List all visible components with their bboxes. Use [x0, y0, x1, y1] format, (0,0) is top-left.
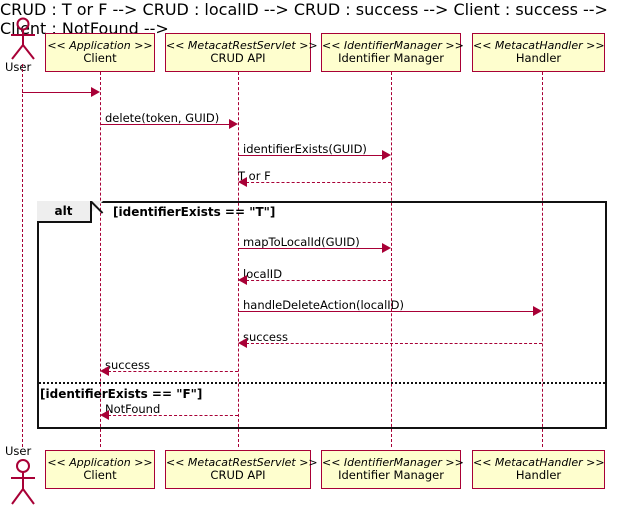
- message-arrowhead-9: [100, 410, 109, 420]
- alt-operator-label-box: alt: [37, 201, 92, 223]
- alt-fragment-frame: [37, 201, 607, 429]
- actor-label-user-bottom: User: [5, 444, 32, 458]
- participant-stereotype: << MetacatHandler >>: [473, 38, 605, 52]
- participant-name: Handler: [515, 468, 562, 483]
- participant-stereotype: << Application >>: [47, 38, 153, 52]
- message-arrowhead-5: [238, 275, 247, 285]
- participant-box-crud-top[interactable]: << MetacatRestServlet >> CRUD API: [165, 33, 318, 72]
- stick-figure-actor-icon: [11, 459, 35, 505]
- message-line-6: [238, 311, 534, 312]
- participant-stereotype: << MetacatRestServlet >>: [166, 455, 318, 469]
- message-arrowhead-0: [91, 87, 100, 97]
- participant-box-client-top[interactable]: << Application >> Client: [45, 33, 155, 72]
- participant-box-idmgr-bottom[interactable]: << IdentifierManager >> Identifier Manag…: [321, 450, 464, 489]
- message-line-2: [238, 155, 383, 156]
- lifeline-client: [100, 72, 101, 447]
- message-line-1: [100, 124, 230, 125]
- participant-box-idmgr-top[interactable]: << IdentifierManager >> Identifier Manag…: [321, 33, 464, 72]
- message-line-3: [246, 182, 391, 183]
- alt-operator-label: alt: [54, 204, 73, 218]
- message-arrowhead-2: [382, 150, 391, 160]
- message-arrowhead-8: [100, 366, 109, 376]
- message-arrowhead-4: [382, 243, 391, 253]
- participant-name: CRUD API: [210, 51, 266, 66]
- message-label-9: NotFound: [105, 402, 161, 416]
- message-label-5: localID: [243, 267, 283, 281]
- participant-box-handler-top[interactable]: << MetacatHandler >> Handler: [472, 33, 605, 72]
- participant-stereotype: << MetacatHandler >>: [473, 455, 605, 469]
- message-line-0: [22, 92, 92, 93]
- alt-guard-condition-2: [identifierExists == "F"]: [40, 387, 203, 401]
- lifeline-crud: [238, 72, 239, 447]
- participant-stereotype: << IdentifierManager >>: [322, 455, 464, 469]
- lifeline-idmgr: [391, 72, 392, 447]
- message-label-4: mapToLocalId(GUID): [243, 235, 360, 249]
- participant-box-handler-bottom[interactable]: << MetacatHandler >> Handler: [472, 450, 605, 489]
- actor-user-top: [7, 17, 39, 65]
- message-arrowhead-3: [238, 177, 247, 187]
- message-label-1: delete(token, GUID): [105, 111, 220, 125]
- alt-guard-condition-1: [identifierExists == "T"]: [113, 205, 276, 219]
- message-arrowhead-7: [238, 338, 247, 348]
- message-label-7: success: [243, 330, 288, 344]
- message-arrowhead-6: [533, 306, 542, 316]
- alt-else-divider: [39, 382, 605, 384]
- participant-box-client-bottom[interactable]: << Application >> Client: [45, 450, 155, 489]
- participant-box-crud-bottom[interactable]: << MetacatRestServlet >> CRUD API: [165, 450, 318, 489]
- alt-label-notch: [92, 201, 103, 212]
- actor-user-bottom: [7, 458, 39, 510]
- participant-name: Identifier Manager: [338, 468, 444, 483]
- lifeline-handler: [542, 72, 543, 447]
- participant-name: CRUD API: [210, 468, 266, 483]
- message-line-5: [246, 280, 391, 281]
- participant-stereotype: << Application >>: [47, 455, 153, 469]
- message-line-9: [108, 415, 238, 416]
- lifeline-user: [22, 64, 23, 447]
- message-arrowhead-1: [229, 119, 238, 129]
- stick-figure-actor-icon: [11, 17, 35, 60]
- message-line-7: [246, 343, 542, 344]
- actor-label-user-top: User: [5, 60, 32, 74]
- participant-stereotype: << IdentifierManager >>: [322, 38, 464, 52]
- participant-name: Client: [83, 51, 117, 66]
- message-label-6: handleDeleteAction(localID): [243, 298, 405, 312]
- participant-name: Client: [83, 468, 117, 483]
- message-line-8: [108, 371, 238, 372]
- message-line-4: [238, 248, 383, 249]
- participant-stereotype: << MetacatRestServlet >>: [166, 38, 318, 52]
- participant-name: Handler: [515, 51, 562, 66]
- participant-name: Identifier Manager: [338, 51, 444, 66]
- message-label-2: identifierExists(GUID): [243, 142, 367, 156]
- message-label-8: success: [105, 358, 150, 372]
